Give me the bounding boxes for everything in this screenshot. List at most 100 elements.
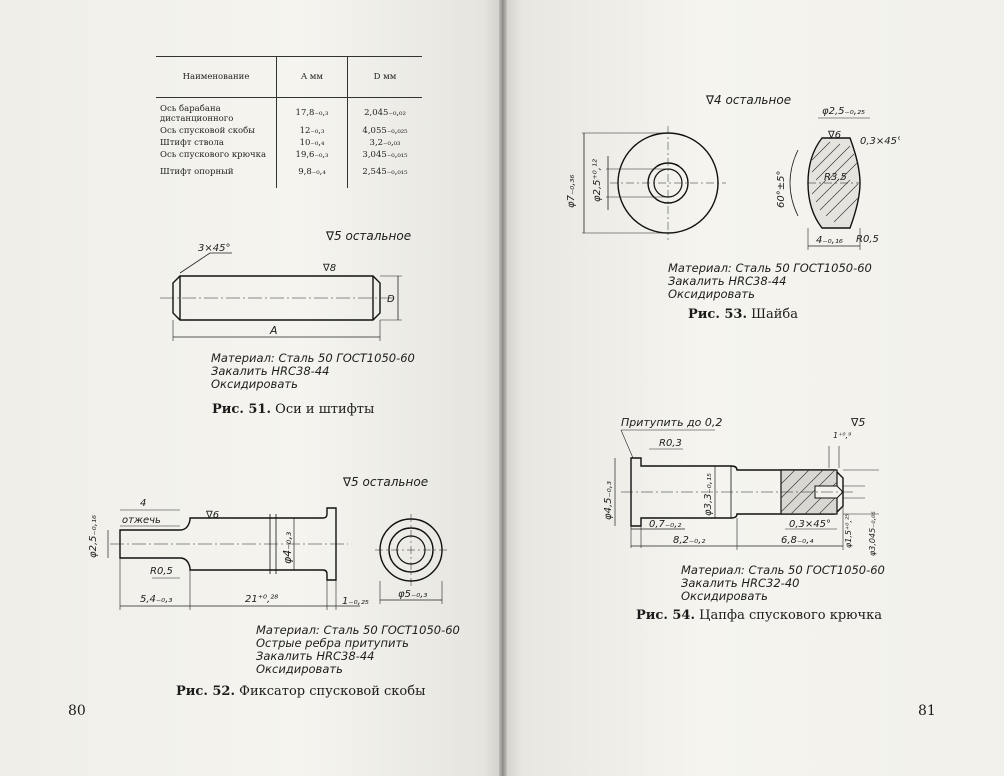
fig54-dim-82: 8,2₋₀,₂ xyxy=(673,535,705,546)
book-gutter xyxy=(499,0,507,776)
table-cell-a: 10₋₀,₄ xyxy=(276,137,348,149)
fig54-chamfer: 0,3×45° xyxy=(789,519,831,530)
fig54-dim-68: 6,8₋₀,₄ xyxy=(781,535,813,546)
fig51-caption: Рис. 51. Оси и штифты xyxy=(212,402,374,417)
fig54-note-oxidize: Оксидировать xyxy=(681,589,768,603)
fig53-thickness: 4₋₀,₁₆ xyxy=(816,235,843,246)
fig51-note-harden: Закалить HRC38-44 xyxy=(211,364,330,378)
fig52-dim-21: 21⁺⁰,²⁸ xyxy=(245,594,278,605)
fig51-dim-a: A xyxy=(269,324,278,337)
fig51-pin-shape xyxy=(172,275,381,321)
fig52-caption-label: Рис. 52. xyxy=(176,684,236,699)
fig51-caption-label: Рис. 51. xyxy=(212,402,272,417)
fig52-dia-mid: φ4₋₀,₃ xyxy=(281,531,294,564)
fig54-dim-small: 1⁺⁰,⁹ xyxy=(833,431,852,440)
fig54-caption: Рис. 54. Цапфа спускового крючка xyxy=(636,608,882,623)
table-header-d: D мм xyxy=(347,56,422,98)
fig51-spec-table-wrap: Наименование A мм D мм Ось барабана дист… xyxy=(156,56,422,188)
fig52-notes: Материал: Сталь 50 ГОСТ1050-60 Острые ре… xyxy=(256,624,460,676)
table-row: Ось спусковой скобы 12₋₀,₃ 4,055₋₀,₀₂₅ xyxy=(156,125,422,137)
left-page-number: 80 xyxy=(68,703,86,719)
table-cell-name: Штифт ствола xyxy=(160,138,224,148)
fig54-notes: Материал: Сталь 50 ГОСТ1050-60 Закалить … xyxy=(681,564,885,603)
fig54-roughness-label: ∇5 xyxy=(850,416,865,429)
fig51-spec-table: Наименование A мм D мм Ось барабана дист… xyxy=(156,56,422,188)
fig54-pritupit-label: Притупить до 0,2 xyxy=(621,416,722,429)
fig54-radius: R0,3 xyxy=(659,438,682,449)
fig53-chamfer-label: 0,3×45° xyxy=(860,136,900,147)
fig53-caption-text: Шайба xyxy=(751,307,798,322)
fig53-angle: 60°±5° xyxy=(776,171,787,208)
fig53-radius-in: R3,5 xyxy=(824,172,847,183)
fig53-radius-out: R0,5 xyxy=(856,234,879,245)
table-row: Штифт ствола 10₋₀,₄ 3,2₋₀,₀₃ xyxy=(156,137,422,149)
fig51-chamfer-label: 3×45° xyxy=(198,243,230,254)
fig53-notes: Материал: Сталь 50 ГОСТ1050-60 Закалить … xyxy=(668,262,872,301)
table-cell-a: 17,8₋₀,₃ xyxy=(276,97,348,125)
fig52-drawing: ∇5 остальное 4 отжечь ∇6 φ2,5₋₀,₁₆ φ4₋₀,… xyxy=(88,475,447,610)
fig51-dim-d: D xyxy=(387,294,395,305)
fig53-section-view xyxy=(807,137,861,229)
table-cell-a: 9,8₋₀,₄ xyxy=(276,161,348,188)
fig53-note-material: Материал: Сталь 50 ГОСТ1050-60 xyxy=(668,261,872,275)
table-cell-d: 3,2₋₀,₀₃ xyxy=(347,137,422,149)
fig53-surface-label: ∇6 xyxy=(827,130,841,141)
fig51-note-oxidize: Оксидировать xyxy=(211,377,298,391)
fig54-caption-text: Цапфа спускового крючка xyxy=(699,608,882,623)
fig54-caption-label: Рис. 54. xyxy=(636,608,696,623)
fig54-dim-07: 0,7₋₀,₂ xyxy=(649,519,681,530)
fig52-roughness-label: ∇5 остальное xyxy=(342,475,428,489)
fig52-note-harden: Закалить HRC38-44 xyxy=(256,649,375,663)
table-header-row: Наименование A мм D мм xyxy=(156,56,422,98)
fig52-dim-54: 5,4₋₀,₃ xyxy=(140,594,172,605)
fig53-dia-outer: φ7₋₀,₃₆ xyxy=(566,175,577,208)
table-header-name: Наименование xyxy=(156,56,277,98)
fig52-radius: R0,5 xyxy=(150,566,173,577)
fig53-caption-label: Рис. 53. xyxy=(688,307,748,322)
fig52-dia-right: φ5₋₀,₃ xyxy=(398,589,427,600)
fig51-roughness-label: ∇5 остальное xyxy=(325,229,411,243)
fig54-dia-head: φ4,5₋₀,₃ xyxy=(603,481,614,520)
fig54-note-material: Материал: Сталь 50 ГОСТ1050-60 xyxy=(681,563,885,577)
fig53-dia-top: φ2,5₋₀,₂₅ xyxy=(822,106,865,117)
fig51-notes: Материал: Сталь 50 ГОСТ1050-60 Закалить … xyxy=(211,352,415,391)
fig52-dim-4: 4 xyxy=(140,498,146,509)
fig51-note-material: Материал: Сталь 50 ГОСТ1050-60 xyxy=(211,351,415,365)
fig53-drawing: ∇4 остальное φ7₋₀,₃₆ φ2,5⁺⁰,¹² φ2,5₋₀,₂₅… xyxy=(566,93,900,250)
fig52-caption: Рис. 52. Фиксатор спусковой скобы xyxy=(176,684,425,699)
fig54-drawing: Притупить до 0,2 ∇5 R0,3 1⁺⁰,⁹ φ4,5₋₀, xyxy=(603,416,879,556)
fig52-note-edges: Острые ребра притупить xyxy=(256,636,409,650)
fig51-surface-label: ∇8 xyxy=(322,263,336,274)
table-cell-name: Штифт опорный xyxy=(160,167,234,177)
fig52-dia-left: φ2,5₋₀,₁₆ xyxy=(88,515,99,558)
table-cell-d: 4,055₋₀,₀₂₅ xyxy=(347,125,422,137)
table-cell-a: 19,6₋₀,₃ xyxy=(276,149,348,161)
fig51-caption-text: Оси и штифты xyxy=(275,402,375,417)
table-cell-name: Ось барабана дистанционного xyxy=(160,104,234,124)
table-cell-name: Ось спускового крючка xyxy=(160,150,267,160)
fig52-surface-label: ∇6 xyxy=(205,510,219,521)
right-page-number: 81 xyxy=(918,703,936,719)
table-row: Ось барабана дистанционного 17,8₋₀,₃ 2,0… xyxy=(156,97,422,125)
fig54-dia-hole: φ1,5⁺⁰,²⁵ xyxy=(844,514,853,548)
table-header-a: A мм xyxy=(276,56,348,98)
fig53-hatch xyxy=(811,141,859,223)
fig52-otjech-label: отжечь xyxy=(122,515,161,526)
fig53-roughness-label: ∇4 остальное xyxy=(705,93,791,107)
fig52-dim-1: 1₋₀,₂₅ xyxy=(342,596,369,607)
table-row: Штифт опорный 9,8₋₀,₄ 2,545₋₀,₀₁₅ xyxy=(156,161,422,188)
fig51-drawing: ∇5 остальное 3×45° ∇8 D A xyxy=(160,229,411,341)
fig52-note-oxidize: Оксидировать xyxy=(256,662,343,676)
fig53-caption: Рис. 53. Шайба xyxy=(688,307,798,322)
table-cell-d: 2,545₋₀,₀₁₅ xyxy=(347,161,422,188)
right-page xyxy=(503,0,1004,776)
table-cell-d: 2,045₋₀,₀₂ xyxy=(347,97,422,125)
fig54-note-harden: Закалить HRC32-40 xyxy=(681,576,800,590)
fig54-dia-end: φ3,045₋₀,₀₆ xyxy=(868,511,877,556)
fig54-dia-shaft: φ3,3₋₀,₁₅ xyxy=(703,473,714,516)
fig53-note-harden: Закалить HRC38-44 xyxy=(668,274,787,288)
fig53-note-oxidize: Оксидировать xyxy=(668,287,755,301)
table-row: Ось спускового крючка 19,6₋₀,₃ 3,045₋₀,₀… xyxy=(156,149,422,161)
fig53-dia-inner: φ2,5⁺⁰,¹² xyxy=(592,159,603,202)
